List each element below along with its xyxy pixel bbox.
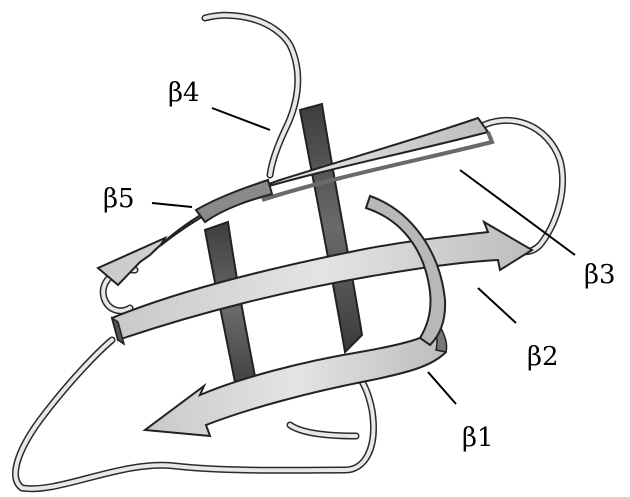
label-beta2: β2 bbox=[527, 344, 559, 370]
pointer-b5 bbox=[152, 203, 192, 207]
pointer-b2 bbox=[478, 288, 516, 323]
label-beta5: β5 bbox=[103, 186, 135, 212]
pointer-b1 bbox=[428, 372, 456, 404]
label-beta4: β4 bbox=[168, 80, 200, 106]
strand-b1 bbox=[145, 326, 447, 436]
strand-b2 bbox=[112, 222, 532, 344]
label-beta1: β1 bbox=[462, 425, 494, 451]
pointer-b4 bbox=[212, 108, 270, 130]
strand-b4 bbox=[300, 104, 362, 352]
label-beta3: β3 bbox=[584, 262, 616, 288]
strand-b5 bbox=[196, 180, 272, 222]
